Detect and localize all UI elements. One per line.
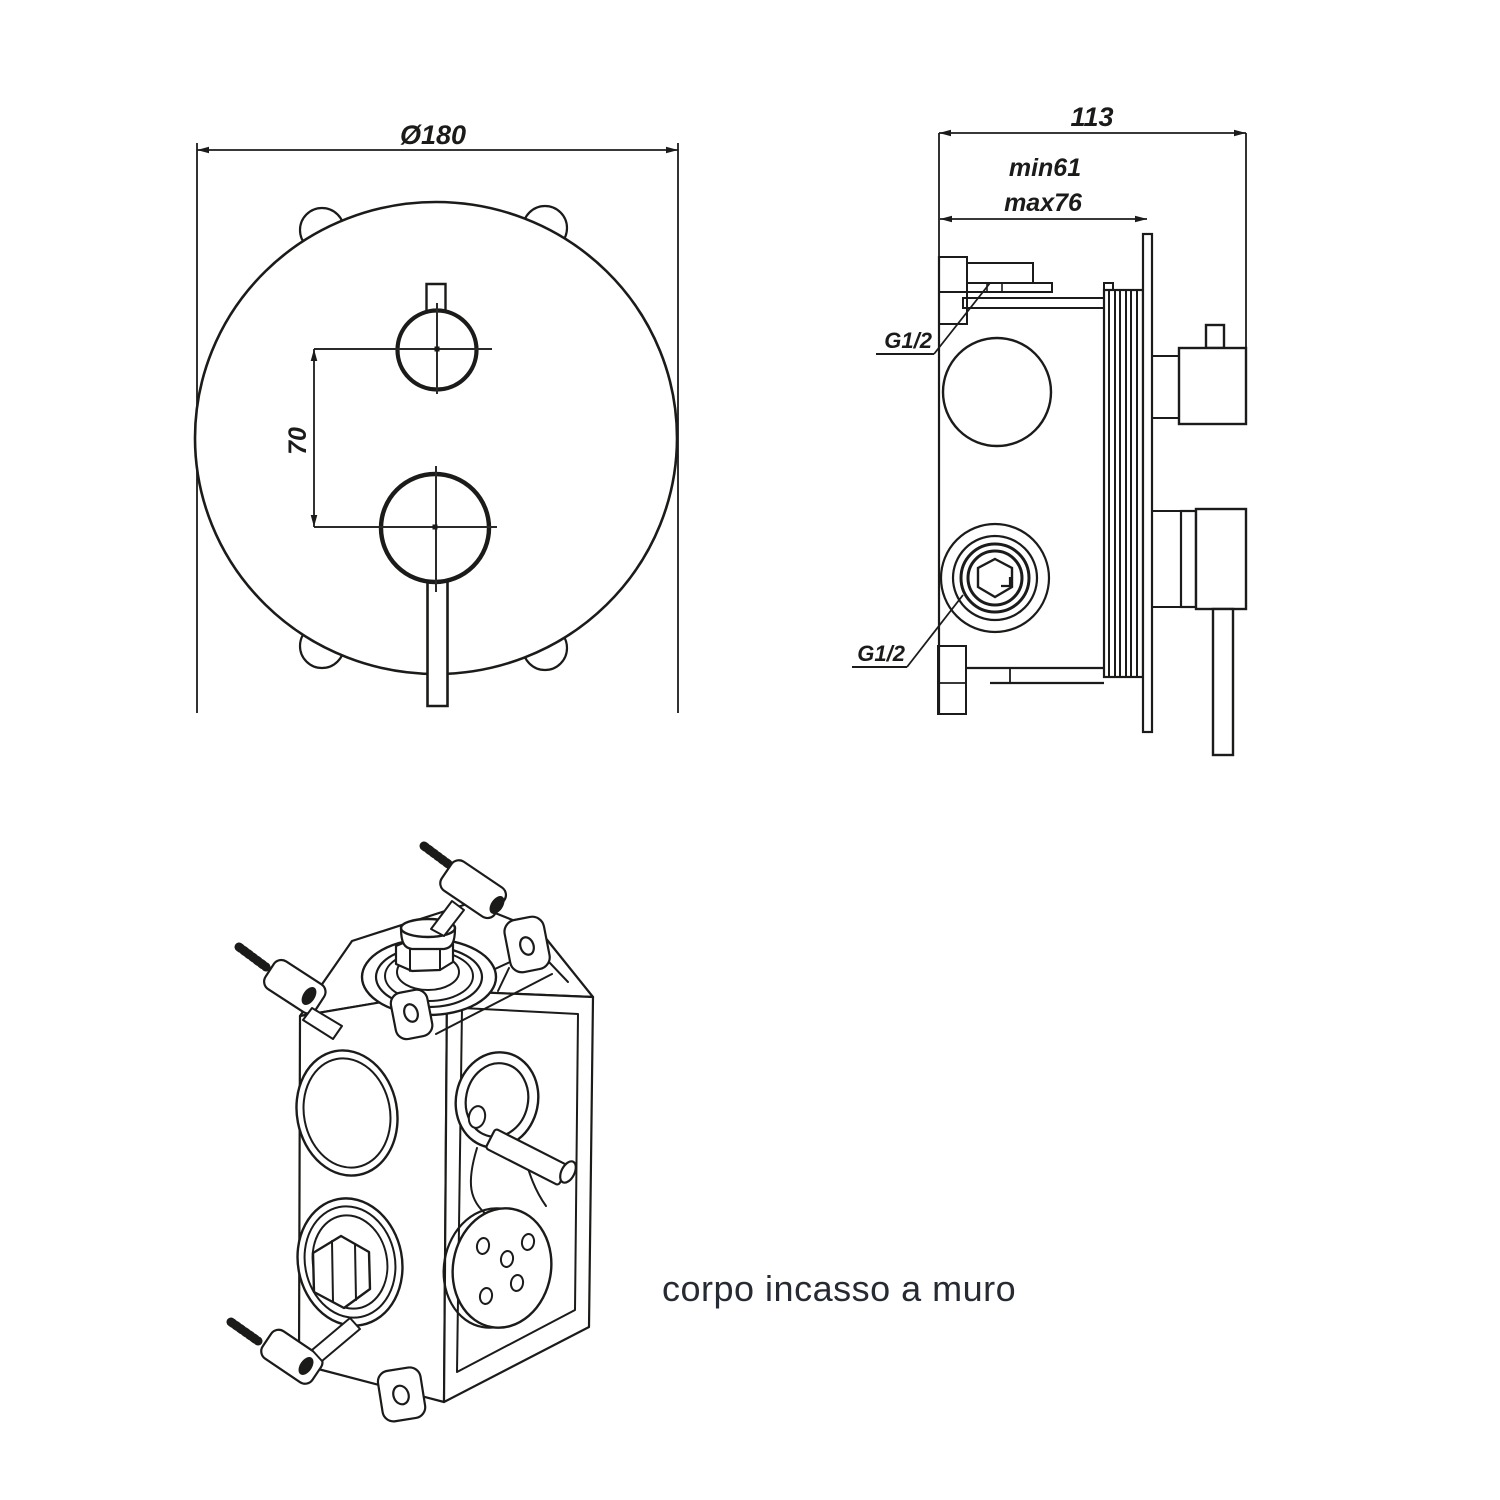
ear-hole [519,936,535,956]
top-port-label: G1/2 [884,328,932,353]
fixing-lever-left [234,942,343,1040]
caption: corpo incasso a muro [662,1268,1016,1309]
right-ear-lug [497,915,569,992]
threaded-stud [234,942,271,972]
side-view: 113 min61 max76 [852,102,1248,757]
mixer-shaft [485,1128,577,1186]
socket-hole [298,1357,314,1375]
bottom-port [939,522,1051,634]
front-view: Ø180 70 [193,120,679,713]
bottom-stub [937,645,967,715]
diverter-stem-side [1204,323,1226,350]
fixing-lever-bottom [226,1317,361,1385]
diameter-dimension: Ø180 [196,120,679,713]
max-depth-label: max76 [1004,189,1083,217]
top-port-callout: G1/2 [876,282,991,355]
front-ear-lug [389,988,434,1041]
adjustment-dimension: min61 max76 [940,154,1147,223]
leader-line [906,594,964,668]
depth-dimension-label: 113 [1070,102,1113,132]
valve-body-side [937,256,1105,715]
cartridge-circle [941,336,1053,448]
lever-arm [302,1007,343,1040]
control-knob-side [1152,507,1248,757]
center-mark [434,346,440,352]
lever-arm [311,1317,361,1362]
tab-hole [392,1384,410,1406]
depth-dimension: 113 [938,102,1247,348]
top-inlet-stub [938,256,968,293]
body-top-plate [962,297,1105,309]
leader-line [933,282,991,355]
socket-hole [301,986,317,1006]
isometric-view [226,841,595,1423]
port-hex [976,557,1014,599]
box-left-face [297,989,449,1404]
diameter-dimension-label: Ø180 [400,120,466,150]
lever-handle [426,578,449,708]
lever-side [1211,607,1235,757]
threaded-sleeve [1102,282,1145,679]
bracket-strap [435,973,553,1035]
center-distance-dimension: 70 [284,349,318,527]
bottom-port-callout: G1/2 [852,594,964,668]
lever-arm [430,900,465,937]
diverter-stem [425,282,447,313]
ear-hole [403,1003,419,1023]
control-knob [314,466,497,708]
min-depth-label: min61 [1009,154,1081,182]
socket-hole [489,896,505,914]
faceplate-side [1141,232,1154,734]
center-distance-label: 70 [284,427,312,455]
fixing-lever-top [419,841,508,937]
bottom-port-label: G1/2 [857,641,905,666]
bottom-tab-lug [376,1366,427,1423]
center-mark [432,524,438,530]
cartridge-disc [442,1207,553,1329]
diverter-knob-side [1152,323,1248,426]
control-body-side [1194,507,1248,611]
diverter-body-side [1177,346,1248,426]
control-neck-side [1179,509,1198,609]
left-face-hex-plug [296,1197,404,1327]
top-fitting [966,262,1034,284]
threaded-stud [226,1317,263,1346]
left-face-opening [295,1049,399,1177]
diverter-knob [314,282,492,394]
